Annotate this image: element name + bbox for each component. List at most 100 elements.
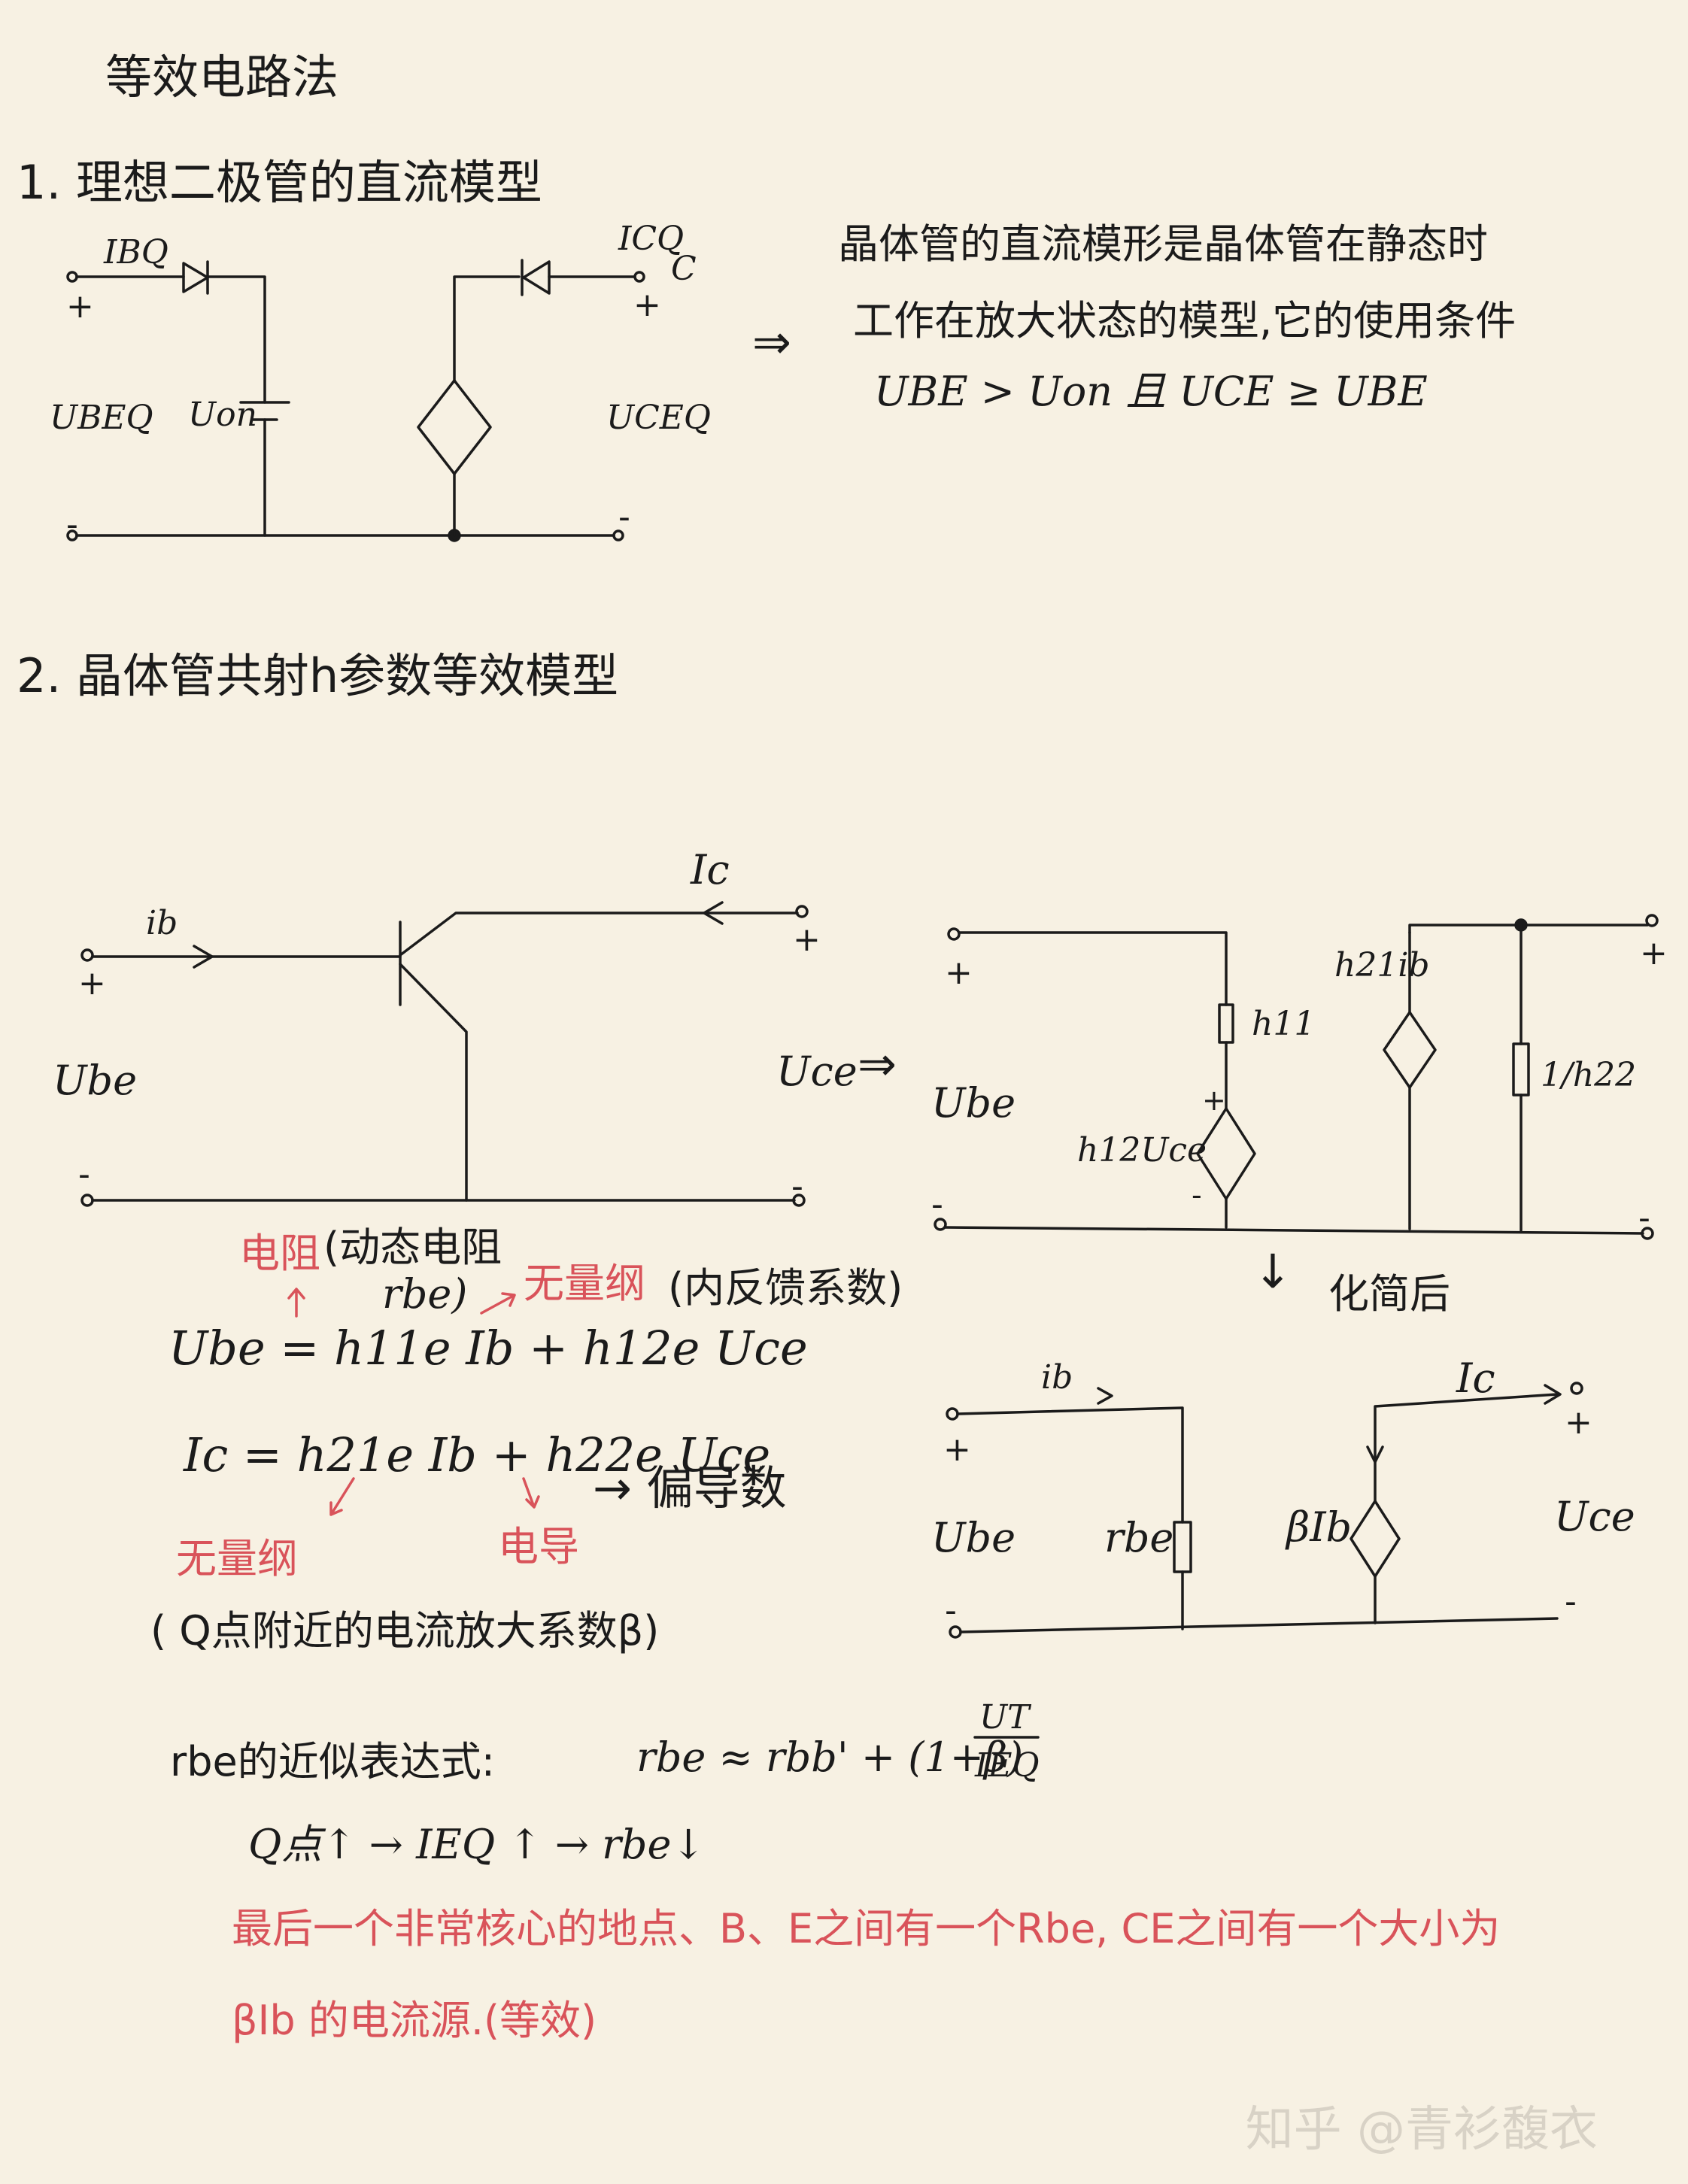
label-ic-simplified: Ic (1456, 1354, 1495, 1402)
equation-ube: Ube = h11e Ib + h12e Uce (168, 1321, 808, 1376)
rbe-fraction-num: UT (979, 1698, 1030, 1737)
label-ibq: IBQ (104, 233, 168, 271)
terminal-out-bottom (792, 1194, 806, 1207)
label-uon: Uon (188, 396, 257, 434)
plus-out-right: + (1640, 934, 1668, 972)
s-arrow-down-cs (1366, 1445, 1384, 1464)
wire-to-uon (206, 275, 266, 404)
minus-out-right: - (1638, 1199, 1650, 1237)
minus-out-left: - (791, 1167, 803, 1206)
minus-left: - (66, 505, 78, 544)
annotation-conductance: 电导 (498, 1523, 579, 1570)
label-ubeq: UBEQ (50, 399, 153, 437)
terminal-bottom-right (612, 529, 624, 541)
plus-right: + (633, 286, 661, 324)
arrow-dimensionless-bottom (329, 1477, 355, 1516)
label-ube-right: Ube (931, 1079, 1016, 1127)
h-terminal-in-top (947, 927, 961, 941)
rbe-label: rbe的近似表达式: (170, 1738, 495, 1785)
label-h12uce: h12Uce (1077, 1131, 1207, 1169)
simplify-arrow: ↓ (1253, 1244, 1292, 1299)
minus-right: - (618, 498, 630, 536)
label-uceq: UCEQ (606, 399, 711, 437)
h-wire-top-out (1408, 924, 1649, 934)
minus-in-simplified: - (945, 1591, 957, 1630)
controlled-source (417, 379, 492, 475)
arrow-conductance (522, 1477, 540, 1509)
s-wire-top-out (1374, 1393, 1559, 1503)
rbe-formula: rbe ≈ rbb' + (1+β) (636, 1734, 1024, 1781)
s-arrow-ib (1097, 1387, 1113, 1405)
label-beta-ib: βIb (1286, 1503, 1353, 1551)
s-terminal-out-top (1570, 1382, 1583, 1395)
label-h21ib: h21ib (1334, 946, 1430, 984)
simplify-label: 化简后 (1328, 1270, 1450, 1318)
plus-out-simplified: + (1565, 1403, 1592, 1442)
arrow-ic (703, 901, 724, 925)
annotation-feedback-coeff: (内反馈系数) (668, 1264, 903, 1312)
plus-in-right: + (945, 954, 973, 992)
s-wire-top-in (956, 1406, 1184, 1524)
label-ib-simplified: ib (1041, 1358, 1073, 1397)
plus-in-left: + (78, 964, 106, 1003)
h-terminal-out-bottom (1641, 1227, 1654, 1240)
emitter-lead (399, 963, 468, 1202)
collector-lead (399, 912, 799, 957)
label-ic-left: Ic (691, 846, 730, 893)
annotation-partial-derivative: → 偏导数 (593, 1461, 787, 1515)
label-rbe-simplified: rbe (1104, 1514, 1174, 1561)
label-ube-simplified: Ube (931, 1514, 1016, 1561)
s-bottom-rail (959, 1617, 1559, 1633)
note-line-3: UBE > Uon 且 UCE ≥ UBE (874, 368, 1428, 415)
note-line-2: 工作在放大状态的模型,它的使用条件 (853, 297, 1516, 344)
h-terminal-in-bottom (934, 1218, 947, 1231)
rbe-fraction-den: IEQ (975, 1746, 1040, 1785)
terminal-in-top (80, 948, 94, 962)
s-arrow-ic (1544, 1384, 1562, 1405)
minus-out-simplified: - (1565, 1582, 1577, 1621)
minus-in-left: - (78, 1155, 90, 1194)
plus-out-left: + (793, 921, 821, 959)
arrow-resistance (287, 1288, 305, 1318)
diode-left-symbol (182, 262, 209, 293)
arrow-dimensionless-top (480, 1292, 516, 1315)
conclusion-line-1: 最后一个非常核心的地点、B、E之间有一个Rbe, CE之间有一个大小为 (232, 1905, 1501, 1952)
label-h11: h11 (1252, 1005, 1316, 1043)
section1-heading: 1. 理想二极管的直流模型 (17, 155, 542, 210)
annotation-resistance: 电阻 (239, 1230, 320, 1277)
annotation-dynamic-resistance: (动态电阻 (323, 1224, 502, 1271)
equation-ic: Ic = h21e Ib + h22e Uce (184, 1427, 771, 1482)
implies-arrow-2: ⇒ (858, 1036, 897, 1091)
section2-heading: 2. 晶体管共射h参数等效模型 (17, 648, 619, 703)
wire-source-up (453, 275, 521, 382)
rbe-trend: Q点↑ → IEQ ↑ → rbe↓ (248, 1821, 706, 1868)
plus-src: + (1202, 1084, 1226, 1117)
watermark: 知乎 @青衫馥衣 (1245, 2102, 1598, 2158)
annotation-rbe-paren: rbe) (382, 1270, 468, 1318)
page-title: 等效电路法 (105, 50, 339, 105)
label-icq: ICQ (618, 220, 685, 258)
minus-src: - (1192, 1178, 1202, 1212)
h-terminal-out-top (1645, 914, 1659, 927)
label-ib-left: ib (146, 904, 178, 942)
terminal-out-top (795, 905, 809, 918)
h-bottom-rail (944, 1226, 1644, 1235)
annotation-dimensionless-bottom: 无量纲 (176, 1535, 298, 1582)
annotation-dimensionless-top: 无量纲 (524, 1260, 645, 1307)
plus-left: + (66, 287, 94, 326)
arrow-ib (193, 945, 214, 969)
minus-in-right: - (931, 1185, 943, 1224)
conclusion-line-2: βIb 的电流源.(等效) (232, 1997, 597, 2044)
plus-in-simplified: + (943, 1430, 971, 1469)
implies-arrow-1: ⇒ (752, 314, 791, 369)
label-uce-simplified: Uce (1554, 1493, 1635, 1540)
annotation-q-point-beta: ( Q点附近的电流放大系数β) (150, 1607, 660, 1655)
h-wire-top-in (958, 931, 1228, 1006)
